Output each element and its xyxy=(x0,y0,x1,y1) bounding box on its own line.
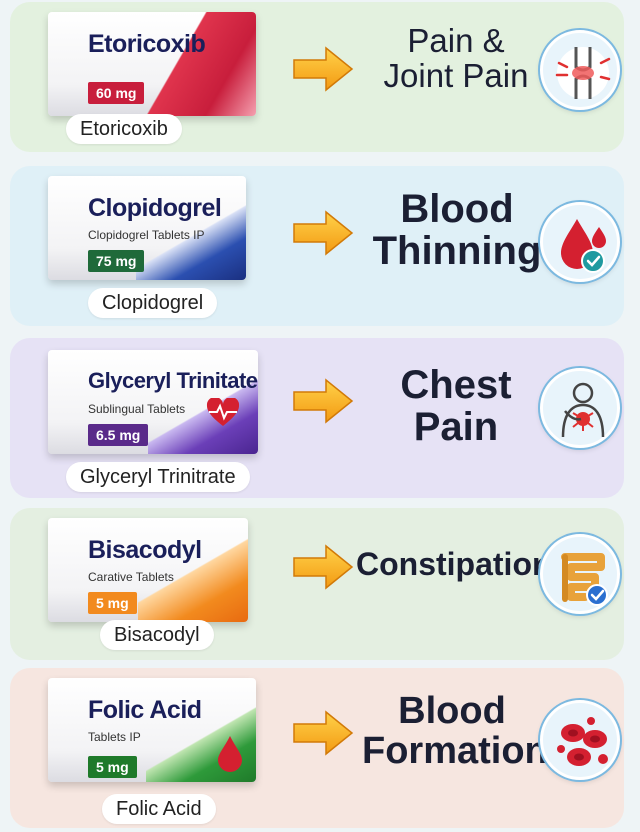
box-stripe xyxy=(138,518,248,622)
drug-caption: Bisacodyl xyxy=(100,620,214,650)
drug-caption: Folic Acid xyxy=(102,794,216,824)
row-bisacodyl: Bisacodyl Carative Tablets 5 mg Bisacody… xyxy=(10,508,624,660)
medicine-box: Clopidogrel Clopidogrel Tablets IP 75 mg xyxy=(48,176,246,280)
dose-badge: 6.5 mg xyxy=(88,424,149,446)
box-stripe xyxy=(146,12,256,116)
box-stripe xyxy=(148,350,258,454)
indication-line: Blood xyxy=(400,187,514,231)
dose-badge: 60 mg xyxy=(88,82,145,104)
drug-caption: Etoricoxib xyxy=(66,114,182,144)
arrow-right-icon xyxy=(293,544,354,590)
box-name: Glyceryl Trinitate xyxy=(88,368,258,393)
indication-label: Constipation xyxy=(356,546,552,582)
medicine-box: Folic Acid Tablets IP 5 mg xyxy=(48,678,256,782)
box-name: Bisacodyl xyxy=(88,536,202,564)
blood-drop-icon xyxy=(218,736,242,772)
box-name: Clopidogrel xyxy=(88,194,222,222)
indication-label: Blood Formation xyxy=(362,690,548,772)
arrow-right-icon xyxy=(293,46,354,92)
row-glyceryl-trinitrate: Glyceryl Trinitate Sublingual Tablets 6.… xyxy=(10,338,624,498)
arrow-right-icon xyxy=(293,378,354,424)
medicine-box: Glyceryl Trinitate Sublingual Tablets 6.… xyxy=(48,350,258,454)
indication-line: Thinning xyxy=(372,229,542,273)
box-subtitle: Sublingual Tablets xyxy=(88,402,186,416)
indication-line: Constipation xyxy=(356,546,552,582)
indication-label: Blood Thinning xyxy=(372,188,542,272)
indication-line: Chest xyxy=(400,363,512,407)
blood-drop-check-icon xyxy=(540,202,620,282)
indication-line: Pain & xyxy=(407,22,505,59)
box-subtitle: Tablets IP xyxy=(88,730,141,744)
medicine-box: Etoricoxib 60 mg xyxy=(48,12,256,116)
arrow-right-icon xyxy=(293,210,354,256)
dose-badge: 5 mg xyxy=(88,592,137,614)
drug-caption: Clopidogrel xyxy=(88,288,218,318)
box-stripe xyxy=(136,176,246,280)
knee-joint-icon xyxy=(540,30,620,110)
red-blood-cells-icon xyxy=(540,700,620,780)
row-folic-acid: Folic Acid Tablets IP 5 mg Folic Acid Bl… xyxy=(10,668,624,828)
box-name: Etoricoxib xyxy=(88,30,206,58)
indication-line: Pain xyxy=(413,405,499,449)
row-etoricoxib: Etoricoxib 60 mg Etoricoxib Pain & Joint… xyxy=(10,2,624,152)
medicine-box: Bisacodyl Carative Tablets 5 mg xyxy=(48,518,248,622)
heart-pulse-icon xyxy=(206,398,240,426)
box-subtitle: Carative Tablets xyxy=(88,570,174,584)
indication-line: Joint Pain xyxy=(383,56,529,94)
intestine-check-icon xyxy=(540,534,620,614)
row-clopidogrel: Clopidogrel Clopidogrel Tablets IP 75 mg… xyxy=(10,166,624,326)
arrow-right-icon xyxy=(293,710,354,756)
dose-badge: 75 mg xyxy=(88,250,145,272)
box-name: Folic Acid xyxy=(88,696,202,724)
indication-label: Pain & Joint Pain xyxy=(366,22,546,94)
indication-line: Formation xyxy=(362,729,548,772)
indication-line: Blood xyxy=(398,690,506,732)
drug-caption: Glyceryl Trinitrate xyxy=(66,462,250,492)
indication-label: Chest Pain xyxy=(386,364,526,448)
box-subtitle: Clopidogrel Tablets IP xyxy=(88,228,205,242)
chest-pain-icon xyxy=(540,368,620,448)
dose-badge: 5 mg xyxy=(88,756,137,778)
